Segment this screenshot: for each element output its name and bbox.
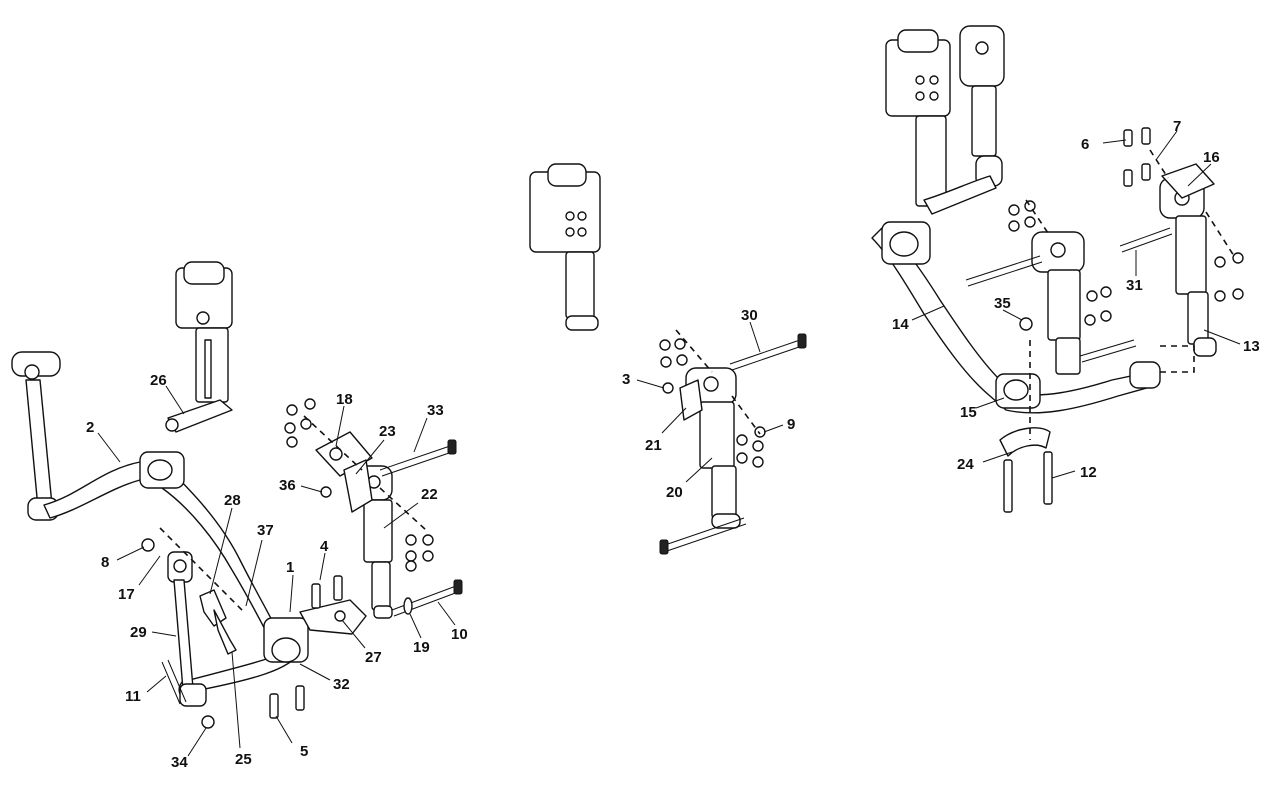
bolts-4 (311, 575, 343, 609)
bar-clamp-left-lower (263, 617, 309, 663)
end-link-left (11, 351, 61, 521)
callout-20: 20 (666, 484, 683, 501)
bolts-cluster-18 (284, 398, 316, 448)
callout-6: 6 (1081, 136, 1089, 153)
clamp-24 (999, 427, 1051, 457)
bolt-31 (1119, 227, 1173, 253)
bolts-12 (1003, 451, 1053, 513)
link-arm-26 (165, 399, 233, 433)
callout-34: 34 (171, 754, 188, 771)
nut-36 (320, 486, 332, 498)
callout-15: 15 (960, 404, 977, 421)
callout-11: 11 (125, 688, 141, 705)
nut-34 (201, 715, 215, 729)
callout-26: 26 (150, 372, 167, 389)
shock-absorber-right-top-b (959, 25, 1005, 187)
callout-32: 32 (333, 676, 350, 693)
callout-33: 33 (427, 402, 444, 419)
callout-7: 7 (1173, 118, 1181, 135)
callout-14: 14 (892, 316, 909, 333)
middle-assembly (529, 163, 807, 555)
callout-17: 17 (118, 586, 135, 603)
bolt-right-lower (1079, 339, 1137, 363)
callout-24: 24 (957, 456, 974, 473)
bracket-23 (343, 459, 373, 513)
callout-25: 25 (235, 751, 252, 768)
bracket-27 (299, 599, 367, 635)
callout-16: 16 (1203, 149, 1220, 166)
bracket-16 (1161, 163, 1215, 199)
bolts-6-7 (1123, 127, 1151, 187)
nut-8 (141, 538, 155, 552)
callout-3: 3 (622, 371, 630, 388)
nuts-cluster-right (1008, 200, 1244, 326)
callout-18: 18 (336, 391, 353, 408)
callout-35: 35 (994, 295, 1011, 312)
nuts-cluster-left (405, 534, 434, 572)
leader-lines (97, 130, 1241, 757)
bolts-5 (269, 685, 305, 719)
callout-2: 2 (86, 419, 94, 436)
shock-absorber-middle-top (529, 163, 601, 331)
shock-absorber-right-top-a (885, 29, 951, 207)
callout-5: 5 (300, 743, 308, 760)
callout-21: 21 (645, 437, 662, 454)
bracket-21 (679, 379, 703, 421)
shock-absorber-20 (685, 367, 741, 529)
bolt-33 (379, 439, 457, 477)
callout-10: 10 (451, 626, 468, 643)
nut-35 (1019, 317, 1033, 331)
nut-3 (662, 382, 674, 394)
bolt-middle-bottom (659, 517, 747, 555)
nut-9 (754, 426, 766, 438)
bolt-11 (161, 659, 187, 705)
bolt-right-center (965, 255, 1043, 287)
callout-labels: 1 2 3 4 5 6 7 8 9 10 11 12 13 14 15 16 1… (86, 118, 1260, 771)
callout-8: 8 (101, 554, 109, 571)
bracket-28 (199, 589, 227, 627)
bolt-30 (729, 333, 807, 371)
bolt-10 (391, 579, 463, 617)
callout-12: 12 (1080, 464, 1097, 481)
callout-23: 23 (379, 423, 396, 440)
stabilizer-bar-14 (923, 175, 997, 215)
callout-1: 1 (286, 559, 294, 576)
left-assembly (11, 261, 463, 729)
callout-36: 36 (279, 477, 296, 494)
callout-27: 27 (365, 649, 382, 666)
bar-clamp-15 (995, 373, 1041, 409)
washer-19 (403, 597, 413, 615)
bar-clamp-right-upper (881, 221, 931, 265)
nuts-cluster-middle (659, 338, 764, 468)
end-link-29 (167, 551, 207, 707)
callout-31: 31 (1126, 277, 1143, 294)
shock-absorber-right-center (1031, 231, 1085, 375)
shock-absorber-left-top (175, 261, 233, 403)
bar-end-right (1129, 361, 1161, 389)
callout-28: 28 (224, 492, 241, 509)
callout-37: 37 (257, 522, 274, 539)
callout-4: 4 (320, 538, 329, 555)
shock-absorber-13 (1159, 177, 1217, 357)
callout-30: 30 (741, 307, 758, 324)
callout-9: 9 (787, 416, 795, 433)
bar-clamp-left-upper (139, 451, 185, 489)
callout-22: 22 (421, 486, 438, 503)
callout-13: 13 (1243, 338, 1260, 355)
callout-19: 19 (413, 639, 430, 656)
right-assembly (871, 25, 1244, 513)
callout-29: 29 (130, 624, 147, 641)
